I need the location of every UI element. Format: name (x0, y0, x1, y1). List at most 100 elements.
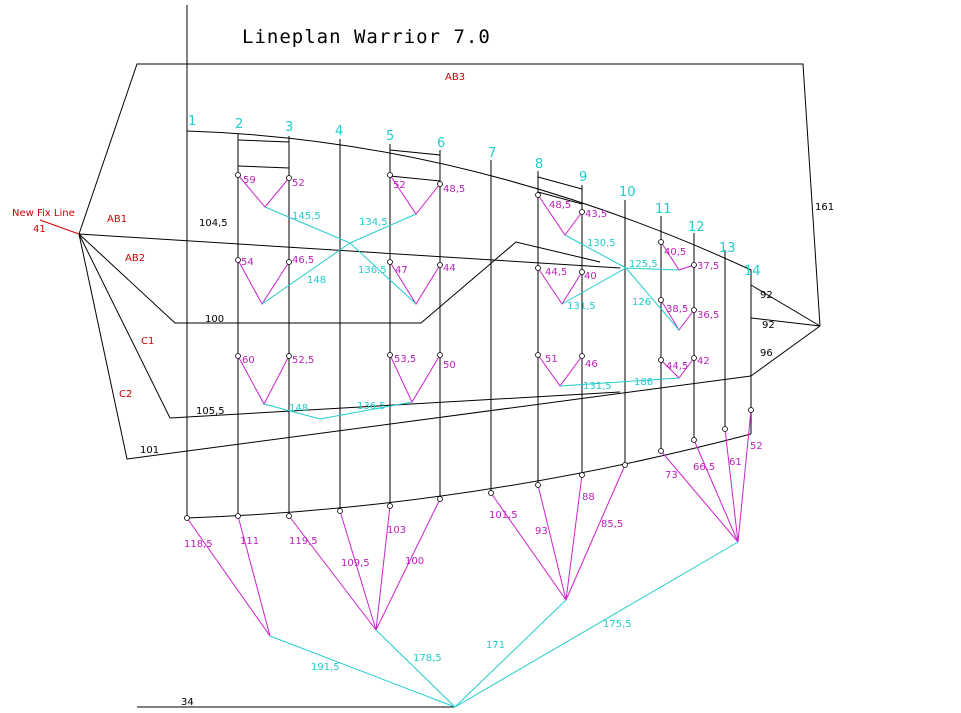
label-c2-length: 101 (140, 445, 159, 456)
station-numbers: 1 2 3 4 5 6 7 8 9 10 11 12 13 14 (188, 114, 761, 279)
label-magenta-labels-33: 85,5 (601, 519, 623, 530)
label-baseline: 34 (181, 697, 194, 708)
label-magenta-labels-20: 51 (545, 354, 558, 365)
diagram-title: Lineplan Warrior 7.0 (242, 26, 491, 48)
black-labels: 104,5 100 105,5 101 161 92 92 96 34 (140, 202, 834, 708)
station-6: 6 (437, 136, 445, 151)
label-cyan-labels-6: 131,5 (567, 301, 596, 312)
station-14: 14 (744, 264, 761, 279)
label-transom-a: 92 (760, 290, 773, 301)
label-magenta-labels-3: 48,5 (443, 184, 465, 195)
label-cyan-labels-10: 131,5 (583, 381, 612, 392)
label-magenta-labels-6: 40,5 (664, 247, 686, 258)
c1-line (78, 233, 621, 419)
label-cyan-labels-12: 191,5 (311, 662, 340, 673)
station-7: 7 (488, 146, 496, 161)
ab3-frame (78, 63, 821, 327)
station-11: 11 (655, 202, 672, 217)
label-cyan-labels-4: 130,5 (587, 238, 616, 249)
label-c1: C1 (141, 336, 154, 347)
label-magenta-labels-35: 66,5 (693, 462, 715, 473)
label-magenta-labels-10: 47 (395, 265, 408, 276)
station-5: 5 (386, 129, 394, 144)
station-1: 1 (188, 114, 196, 129)
label-cyan-labels-14: 171 (486, 640, 505, 651)
label-magenta-labels-1: 52 (292, 178, 305, 189)
c2-line (78, 233, 752, 460)
label-magenta-labels-4: 48,5 (549, 200, 571, 211)
label-cyan-labels-2: 148 (307, 275, 326, 286)
outline-geometry (78, 5, 821, 708)
label-magenta-labels-15: 36,5 (697, 310, 719, 321)
label-cyan-labels-11: 186 (634, 377, 653, 388)
label-magenta-labels-19: 50 (443, 360, 456, 371)
label-cyan-labels-13: 178,5 (413, 653, 442, 664)
transom-c (750, 325, 821, 377)
label-magenta-labels-17: 52,5 (292, 355, 314, 366)
label-cyan-labels-3: 136,5 (358, 265, 387, 276)
label-magenta-labels-18: 53,5 (394, 354, 416, 365)
magenta-labels: 59 52 52 48,5 48,5 43,5 40,5 37,5 54 46,… (184, 175, 763, 569)
fix-line-stub (39, 219, 80, 235)
label-cyan-labels-0: 145,5 (292, 211, 321, 222)
station-2: 2 (235, 117, 243, 132)
label-cyan-labels-15: 175,5 (603, 619, 632, 630)
label-magenta-labels-0: 59 (243, 175, 256, 186)
transom-a (750, 284, 821, 327)
label-magenta-labels-12: 44,5 (545, 267, 567, 278)
station-3: 3 (285, 120, 293, 135)
label-magenta-labels-9: 46,5 (292, 255, 314, 266)
label-cyan-labels-8: 148 (289, 403, 308, 414)
label-magenta-labels-11: 44 (443, 263, 456, 274)
cyan-lines (261, 206, 739, 708)
station-13: 13 (719, 241, 736, 256)
ab2-line (78, 233, 601, 324)
label-magenta-labels-34: 73 (665, 470, 678, 481)
label-ab2: AB2 (125, 253, 145, 264)
label-magenta-labels-28: 100 (405, 556, 424, 567)
label-magenta-labels-13: 40 (584, 271, 597, 282)
keel-line (186, 433, 752, 519)
station-8: 8 (535, 157, 543, 172)
label-magenta-labels-30: 101,5 (489, 510, 518, 521)
label-ab3-length: 161 (815, 202, 834, 213)
label-cyan-labels-5: 125,5 (629, 259, 658, 270)
label-transom-b: 92 (762, 320, 775, 331)
ab1-line (78, 233, 621, 269)
label-magenta-labels-16: 60 (242, 355, 255, 366)
label-fix-value: 41 (33, 224, 46, 235)
label-c1-length: 105,5 (196, 406, 225, 417)
label-cyan-labels-1: 134,5 (359, 217, 388, 228)
station-10: 10 (619, 185, 636, 200)
label-c2: C2 (119, 389, 132, 400)
label-magenta-labels-31: 93 (535, 526, 548, 537)
label-transom-c: 96 (760, 348, 773, 359)
label-ab1: AB1 (107, 214, 127, 225)
label-cyan-labels-9: 136,5 (357, 401, 386, 412)
label-magenta-labels-29: 103 (387, 525, 406, 536)
station-9: 9 (579, 170, 587, 185)
label-new-fix-line: New Fix Line (12, 208, 75, 219)
label-cyan-labels-7: 126 (632, 297, 651, 308)
label-magenta-labels-22: 44,5 (666, 361, 688, 372)
deck-line (186, 130, 752, 434)
label-magenta-labels-23: 42 (697, 356, 710, 367)
label-magenta-labels-36: 61 (729, 457, 742, 468)
cyan-labels: 145,5 134,5 148 136,5 130,5 125,5 131,5 … (289, 211, 658, 673)
label-magenta-labels-2: 52 (393, 180, 406, 191)
transom-b (750, 317, 821, 327)
label-magenta-labels-21: 46 (585, 359, 598, 370)
station-4: 4 (335, 124, 343, 139)
label-ab3: AB3 (445, 72, 465, 83)
label-magenta-labels-27: 109,5 (341, 558, 370, 569)
label-magenta-labels-5: 43,5 (585, 209, 607, 220)
label-magenta-labels-24: 118,5 (184, 539, 213, 550)
label-magenta-labels-25: 111 (240, 536, 259, 547)
point-markers (184, 172, 754, 521)
magenta-lines (186, 174, 752, 637)
label-ab2-length: 100 (205, 314, 224, 325)
label-magenta-labels-14: 38,5 (666, 304, 688, 315)
station-12: 12 (688, 220, 705, 235)
label-magenta-labels-32: 88 (582, 492, 595, 503)
